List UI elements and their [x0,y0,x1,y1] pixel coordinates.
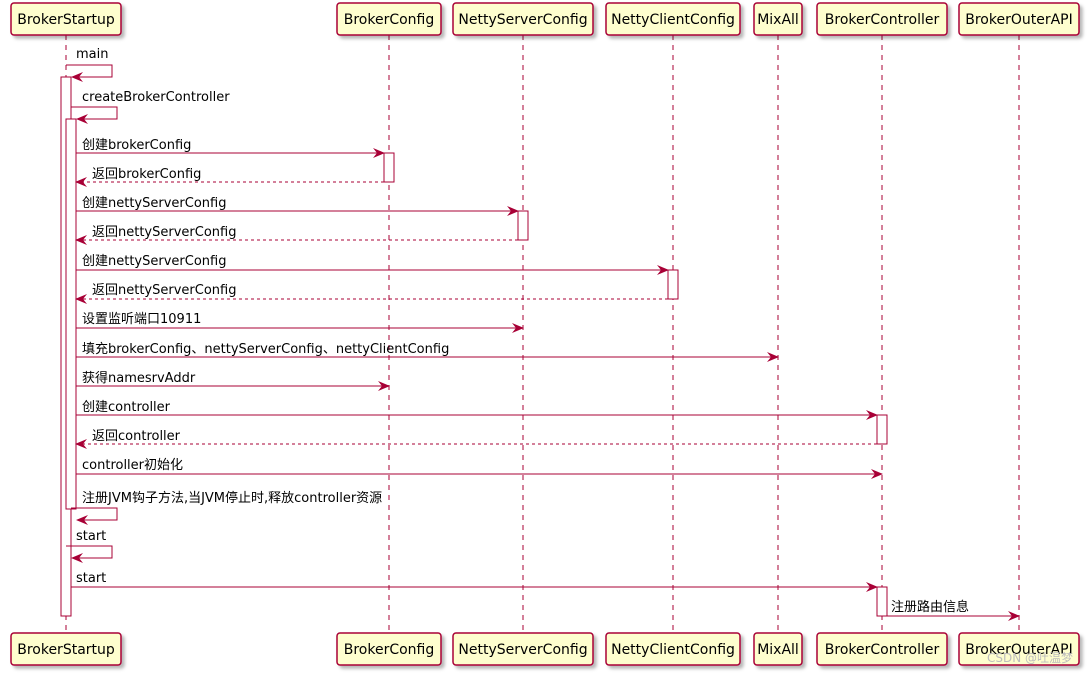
participant-label: MixAll [757,642,799,658]
participant-box [753,632,803,666]
message-15: 注册JVM钩子方法,当JVM停止时,释放controller资源 [71,490,382,525]
participant-api-top: BrokerOuterAPI [958,2,1080,36]
participant-ctl-bottom: BrokerController [816,632,948,666]
messages: main createBrokerController 创建brokerConfig… [66,47,1020,621]
message-11: 获得namesrvAddr [76,370,390,391]
message-2: createBrokerController [71,90,230,124]
self-message-arrow [66,545,113,563]
message-label: 注册JVM钩子方法,当JVM停止时,释放controller资源 [82,490,382,506]
participant-ncc-top: NettyClientConfig [605,2,741,36]
message-label: 创建nettyServerConfig [82,196,226,211]
activation-bar-ncc [667,269,679,300]
participant-api-bottom: BrokerOuterAPI [958,632,1080,666]
message-label: start [76,529,106,544]
participant-label: BrokerOuterAPI [965,642,1073,658]
message-label: 返回controller [92,429,181,444]
message-label: 获得namesrvAddr [82,370,196,386]
participant-box [336,2,442,36]
participant-bs-top: BrokerStartup [10,2,122,36]
message-8: 返回nettyServerConfig [75,283,668,304]
message-label: createBrokerController [82,90,230,105]
participant-box [605,2,741,36]
message-label: main [76,47,108,62]
message-label: 返回nettyServerConfig [92,225,236,240]
message-label: controller初始化 [82,458,183,473]
message-17: start [71,571,878,592]
message-label: 填充brokerConfig、nettyServerConfig、nettyCl… [82,341,449,357]
activation-bar-nsc [517,210,529,241]
participants-top: BrokerStartup BrokerConfig NettyServerConf… [10,2,1080,36]
message-7: 创建nettyServerConfig [76,254,669,275]
participant-bs-bottom: BrokerStartup [10,632,122,666]
participant-box [336,632,442,666]
self-message-arrow [66,64,113,82]
participant-box [452,632,594,666]
activations [60,76,888,617]
participant-nsc-top: NettyServerConfig [452,2,594,36]
message-label: 返回brokerConfig [92,167,201,182]
participant-box [958,2,1080,36]
self-message-arrow [71,507,118,525]
participant-ncc-bottom: NettyClientConfig [605,632,741,666]
message-label: 创建controller [82,400,171,415]
participant-label: NettyClientConfig [611,642,735,658]
message-5: 创建nettyServerConfig [76,196,519,216]
activation-bar-ctl [876,586,888,617]
participant-label: BrokerController [825,642,940,658]
message-12: 创建controller [76,400,878,420]
message-label: 创建brokerConfig [82,138,191,153]
participant-ctl-top: BrokerController [816,2,948,36]
message-label: 创建nettyServerConfig [82,254,226,269]
activation-bar-ctl [876,414,888,445]
participants-bottom: BrokerStartup BrokerConfig NettyServerConf… [10,632,1080,666]
participant-label: NettyServerConfig [458,12,587,28]
participant-label: BrokerOuterAPI [965,12,1073,28]
participant-label: BrokerConfig [344,12,435,28]
message-16: start [66,529,113,563]
lifelines [65,35,1020,633]
participant-box [10,632,122,666]
message-6: 返回nettyServerConfig [75,225,518,245]
participant-box [753,2,803,36]
message-10: 填充brokerConfig、nettyServerConfig、nettyCl… [76,341,779,362]
participant-label: BrokerStartup [17,12,115,28]
message-label: 返回nettyServerConfig [92,283,236,298]
participant-nsc-bottom: NettyServerConfig [452,632,594,666]
message-label: 注册路由信息 [891,599,969,615]
participant-label: BrokerConfig [344,642,435,658]
message-18: 注册路由信息 [887,599,1020,621]
activation-bar-bc [383,152,395,183]
participant-box [10,2,122,36]
participant-ma-top: MixAll [753,2,803,36]
participant-label: BrokerController [825,12,940,28]
message-3: 创建brokerConfig [76,138,385,158]
participant-box [958,632,1080,666]
participant-label: BrokerStartup [17,642,115,658]
message-9: 设置监听端口10911 [76,312,524,333]
participant-box [452,2,594,36]
participant-box [816,2,948,36]
message-1: main [66,47,113,82]
activation-bar-bs [65,118,77,510]
participant-bc-bottom: BrokerConfig [336,632,442,666]
message-14: controller初始化 [76,458,883,479]
watermark: CSDN @吐温梦 [987,651,1073,665]
participant-box [605,632,741,666]
participant-label: NettyServerConfig [458,642,587,658]
participant-bc-top: BrokerConfig [336,2,442,36]
participant-label: MixAll [757,12,799,28]
message-label: 设置监听端口10911 [82,312,201,327]
message-label: start [76,571,106,586]
message-13: 返回controller [75,429,877,449]
participant-label: NettyClientConfig [611,12,735,28]
message-4: 返回brokerConfig [75,167,384,187]
participant-box [816,632,948,666]
participant-ma-bottom: MixAll [753,632,803,666]
self-message-arrow [71,106,118,124]
